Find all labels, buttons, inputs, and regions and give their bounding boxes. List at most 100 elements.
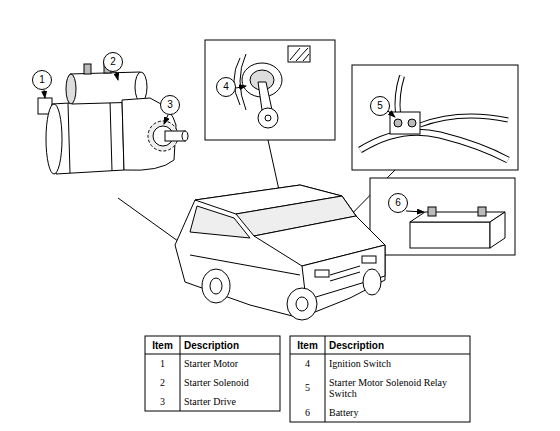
dash-part (288, 46, 310, 62)
table-cell: 5 (290, 373, 325, 403)
table-rule (145, 354, 280, 355)
callout-number: 4 (223, 82, 229, 92)
callout-text-holder: 5 (370, 96, 390, 116)
vehicle-wheel (296, 297, 308, 311)
table-rule (180, 336, 181, 411)
circle-outline (104, 53, 123, 72)
callout-circle: 4 (216, 77, 236, 97)
table-cell: Starter Motor (180, 354, 280, 373)
relay-stud (394, 119, 402, 127)
vehicle-hood (254, 216, 385, 266)
callout-number: 6 (395, 198, 401, 208)
inset-frame (205, 40, 335, 140)
vehicle-side (190, 255, 300, 275)
vehicle-wheel (287, 288, 317, 320)
callout-arrow (116, 72, 118, 80)
table-cell: 3 (145, 392, 180, 411)
callout-circle: 2 (103, 52, 123, 72)
table-cell: Item (145, 336, 180, 354)
vehicle-headlight (362, 256, 376, 263)
battery-terminal (428, 207, 436, 216)
relay-stud (408, 119, 416, 127)
callout-arrow (406, 211, 424, 212)
vehicle (175, 185, 385, 318)
callout-text-holder: 2 (103, 52, 123, 72)
inset-frame (370, 178, 515, 255)
table-cell: Item (290, 336, 325, 354)
inset-frame (352, 65, 518, 170)
callout-circle: 6 (388, 193, 408, 213)
starter-motor (52, 100, 124, 174)
callout-circle: 3 (160, 95, 180, 115)
callout-text-holder: 6 (388, 193, 408, 213)
hatch-line (296, 48, 308, 61)
relay-wire (420, 116, 508, 125)
callout-arrow (164, 115, 168, 124)
callout-arrow (44, 90, 45, 98)
relay-wire (398, 76, 403, 114)
callout-number: 1 (39, 75, 45, 85)
table-cell: 6 (290, 403, 325, 422)
starter-motor (46, 104, 62, 174)
vehicle-grille (330, 272, 360, 281)
table-cell: Ignition Switch (325, 354, 470, 373)
circle-outline (389, 194, 408, 213)
table-cell: Battery (325, 403, 470, 422)
table-cell: Description (325, 336, 470, 354)
relay-wire (398, 76, 403, 114)
battery-terminal (478, 207, 486, 216)
callout-text-holder: 3 (160, 95, 180, 115)
ignition-key (258, 82, 272, 110)
callout-arrow (388, 111, 395, 117)
table-cell: 1 (145, 354, 180, 373)
table-rule (290, 354, 470, 355)
table-frame (145, 336, 280, 411)
battery (410, 212, 505, 222)
ignition-key (265, 115, 271, 121)
solenoid-stud (84, 64, 91, 74)
starter-drive (182, 131, 188, 141)
callout-arrow (236, 86, 246, 88)
table-frame (290, 336, 470, 422)
battery-cable (360, 132, 508, 160)
circle-outline (217, 78, 236, 97)
vehicle-wheel (202, 269, 230, 303)
relay-wire (420, 116, 508, 125)
table-cell: Description (180, 336, 280, 354)
vehicle-window (190, 206, 250, 238)
callout-number: 3 (167, 100, 173, 110)
vehicle-headlight (315, 270, 329, 277)
vehicle-wheel (210, 278, 222, 294)
battery-cable (360, 132, 508, 160)
ignition-key (258, 108, 278, 128)
hatch-line (303, 54, 309, 61)
callout-number: 5 (377, 101, 383, 111)
circle-outline (33, 71, 52, 90)
starter-solenoid (66, 74, 76, 104)
callout-circle: 5 (370, 96, 390, 116)
ignition-bezel (234, 58, 240, 105)
vehicle-front (302, 245, 385, 300)
starter-motor (110, 101, 112, 171)
circle-outline (371, 97, 390, 116)
table-cell: Starter Solenoid (180, 373, 280, 392)
starter-motor (68, 103, 70, 173)
table-rule (325, 336, 326, 422)
vehicle-wheel (363, 269, 381, 295)
table-cell: 2 (145, 373, 180, 392)
starter-solenoid (135, 72, 147, 102)
battery (490, 212, 505, 248)
callout-circle: 1 (32, 70, 52, 90)
callout-number: 2 (110, 57, 116, 67)
battery (410, 222, 490, 248)
callout-text-holder: 1 (32, 70, 52, 90)
table-cell: Starter Drive (180, 392, 280, 411)
circle-outline (161, 96, 180, 115)
callout-text-holder: 4 (216, 77, 236, 97)
relay-switch (390, 112, 420, 134)
table-cell: 4 (290, 354, 325, 373)
table-cell: Starter Motor Solenoid Relay Switch (325, 373, 470, 403)
